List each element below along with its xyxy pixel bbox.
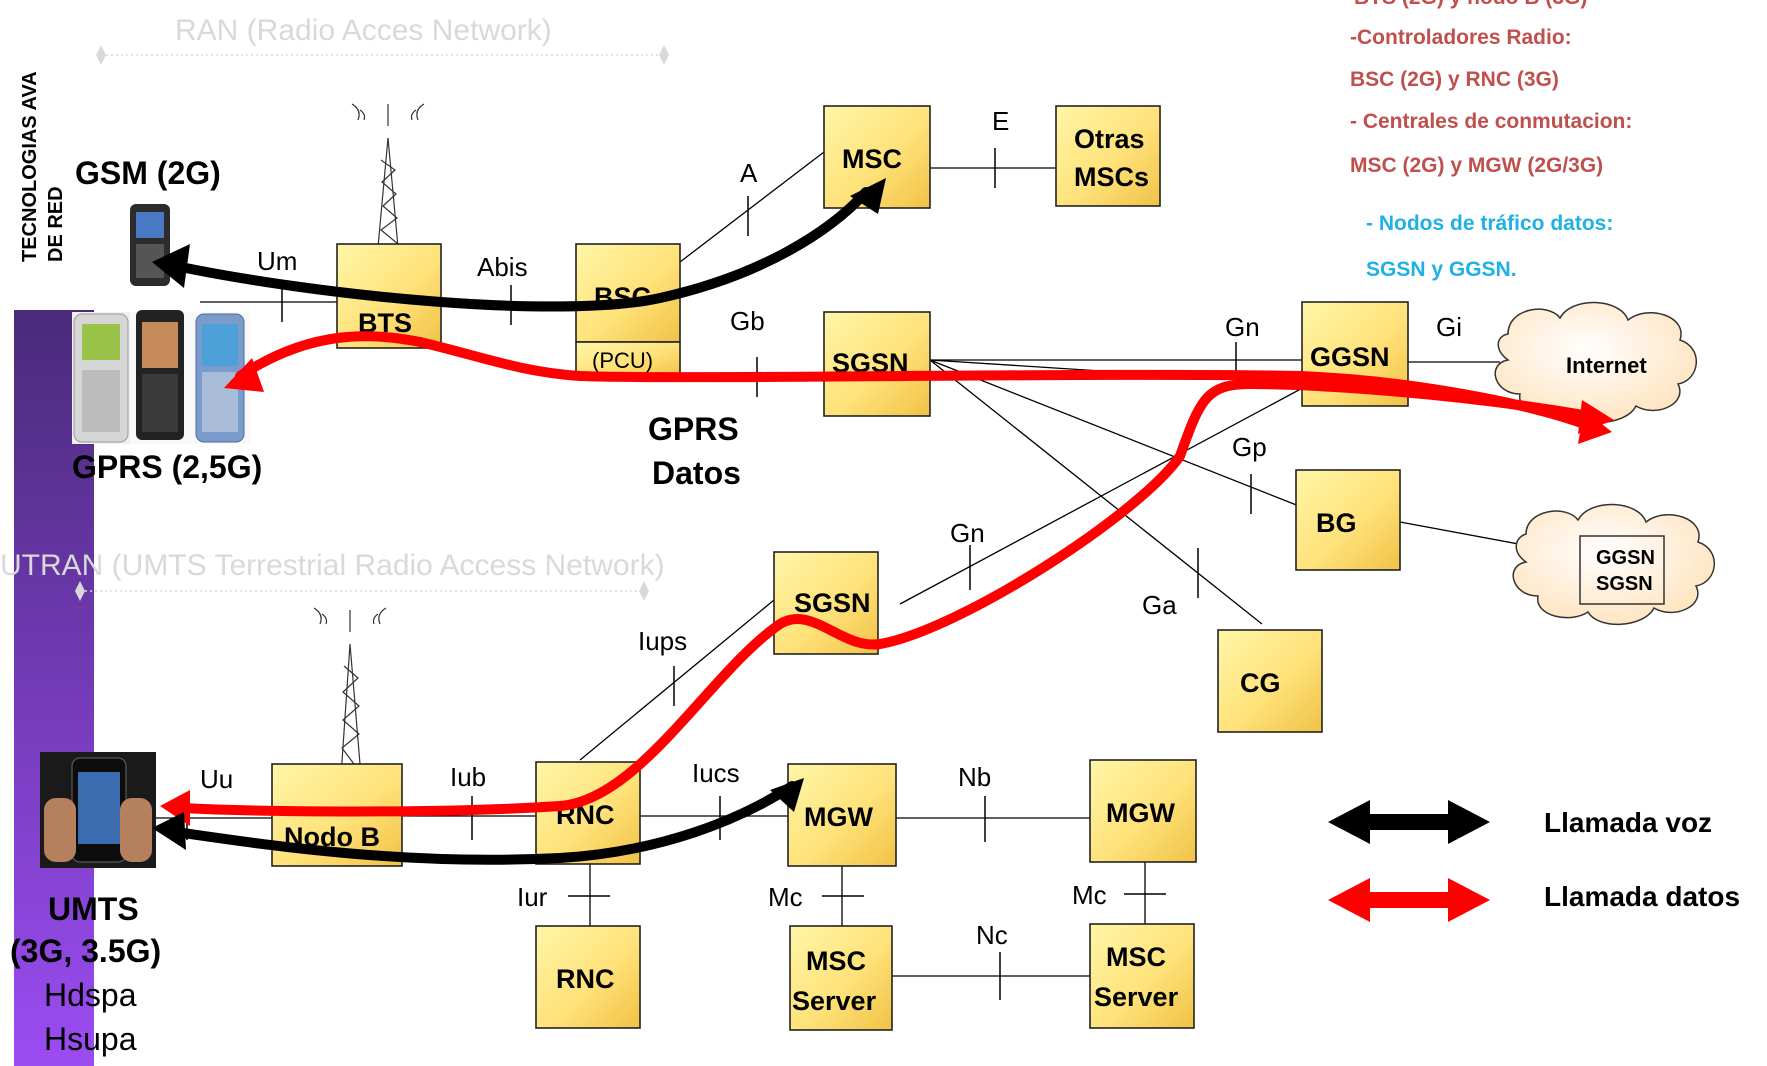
iface-ga: Ga [1142,590,1177,620]
mgw-2-label: MGW [1106,798,1175,828]
note-line2: -Controladores Radio: [1350,26,1572,49]
iface-e: E [992,106,1009,136]
umts-voice-path [171,781,797,865]
note-line6: - Nodos de tráfico datos: [1366,212,1613,235]
sgsn-3g-label: SGSN [794,588,871,618]
iface-uu: Uu [200,764,233,794]
legend-voice-label: Llamada voz [1544,807,1712,838]
note-line4: - Centrales de conmutacion: [1350,110,1632,133]
side-title-line1: TECNOLOGIAS AVA [19,71,41,262]
note-line5: MSC (2G) y MGW (2G/3G) [1350,154,1603,177]
node-cg: CG [1217,629,1323,733]
note-line1: BTS (2G) y nodo B (3G) [1354,0,1587,9]
umts-label-line1: UMTS [48,891,139,927]
gprs-phones-icon [72,310,250,444]
remote-network-cloud: GGSN SGSN [1512,503,1716,625]
node-sgsn-2g: SGSN [823,311,931,417]
otras-label-line2: MSCs [1074,162,1149,192]
gsm-voice-path [171,187,871,312]
legend-voice-arrow [1328,800,1490,844]
legend-data-arrow [1328,878,1490,922]
cloud2-ggsn-label: GGSN [1596,547,1655,569]
umts-data-path [177,378,1595,817]
side-title-line2: DE RED [45,186,67,262]
ran-label: RAN (Radio Acces Network) [175,14,552,47]
msc-label: MSC [842,144,902,174]
iface-nc: Nc [976,920,1008,950]
side-title: TECNOLOGIAS AVA [19,71,41,262]
mgw-1-label: MGW [804,802,873,832]
cloud2-sgsn-label: SGSN [1596,573,1653,595]
rnc-other-label: RNC [556,964,615,994]
node-msc-server-1: MSC Server [789,925,893,1031]
iface-iub: Iub [450,762,486,792]
iface-gb: Gb [730,306,765,336]
hdspa-label: Hdspa [44,977,137,1013]
note-line3: BSC (2G) y RNC (3G) [1350,68,1559,91]
iface-nb: Nb [958,762,991,792]
connection-lines [155,151,1541,977]
gsm-phone-icon [130,204,170,286]
node-mgw-1: MGW [787,763,897,867]
node-otras-mscs: Otras MSCs [1055,105,1161,207]
iface-gi: Gi [1436,312,1462,342]
iface-iups: Iups [638,626,687,656]
msc-server-2-line2: Server [1094,982,1179,1012]
iface-a: A [740,158,758,188]
iface-iucs: Iucs [692,758,740,788]
iface-mc-2: Mc [1072,880,1107,910]
utran-label: UTRAN (UMTS Terrestrial Radio Access Net… [0,549,665,582]
note-line7: SGSN y GGSN. [1366,258,1517,281]
msc-server-1-line1: MSC [806,946,866,976]
bg-label: BG [1316,508,1357,538]
iface-abis: Abis [477,252,528,282]
notes-panel: BTS (2G) y nodo B (3G) -Controladores Ra… [1350,0,1632,281]
iface-gn-top: Gn [1225,312,1260,342]
gprs-data-label-line1: GPRS [648,411,739,447]
legend: Llamada voz Llamada datos [1328,800,1740,922]
node-bg: BG [1295,469,1401,571]
gsm-label: GSM (2G) [75,155,221,191]
iface-gp: Gp [1232,432,1267,462]
internet-label: Internet [1566,353,1647,378]
msc-server-2-line1: MSC [1106,942,1166,972]
node-rnc-other: RNC [535,925,641,1029]
otras-label-line1: Otras [1074,124,1145,154]
legend-data-label: Llamada datos [1544,881,1740,912]
ggsn-label: GGSN [1310,342,1390,372]
bts-antenna-icon [351,103,425,248]
nodeb-antenna-icon [313,607,387,777]
iface-gn-mid: Gn [950,518,985,548]
node-mgw-2: MGW [1089,759,1197,863]
gprs-data-label-line2: Datos [652,455,741,491]
gprs-label: GPRS (2,5G) [72,449,262,485]
internet-cloud: Internet [1494,301,1698,423]
umts-phone-icon [40,752,156,868]
node-sgsn-3g: SGSN [773,551,879,655]
cg-label: CG [1240,668,1281,698]
hsupa-label: Hsupa [44,1021,137,1057]
interface-labels: Um Abis A E Gb Gn Gi Gp Gn Ga Iups Uu Iu… [200,106,1462,950]
gprs-data-path [235,331,1595,431]
umts-label-line2: (3G, 3.5G) [10,933,161,969]
iface-um: Um [257,246,297,276]
iface-mc-1: Mc [768,882,803,912]
node-msc-server-2: MSC Server [1089,923,1195,1029]
msc-server-1-line2: Server [792,986,877,1016]
pcu-label: (PCU) [592,348,653,373]
iface-iur: Iur [517,882,548,912]
